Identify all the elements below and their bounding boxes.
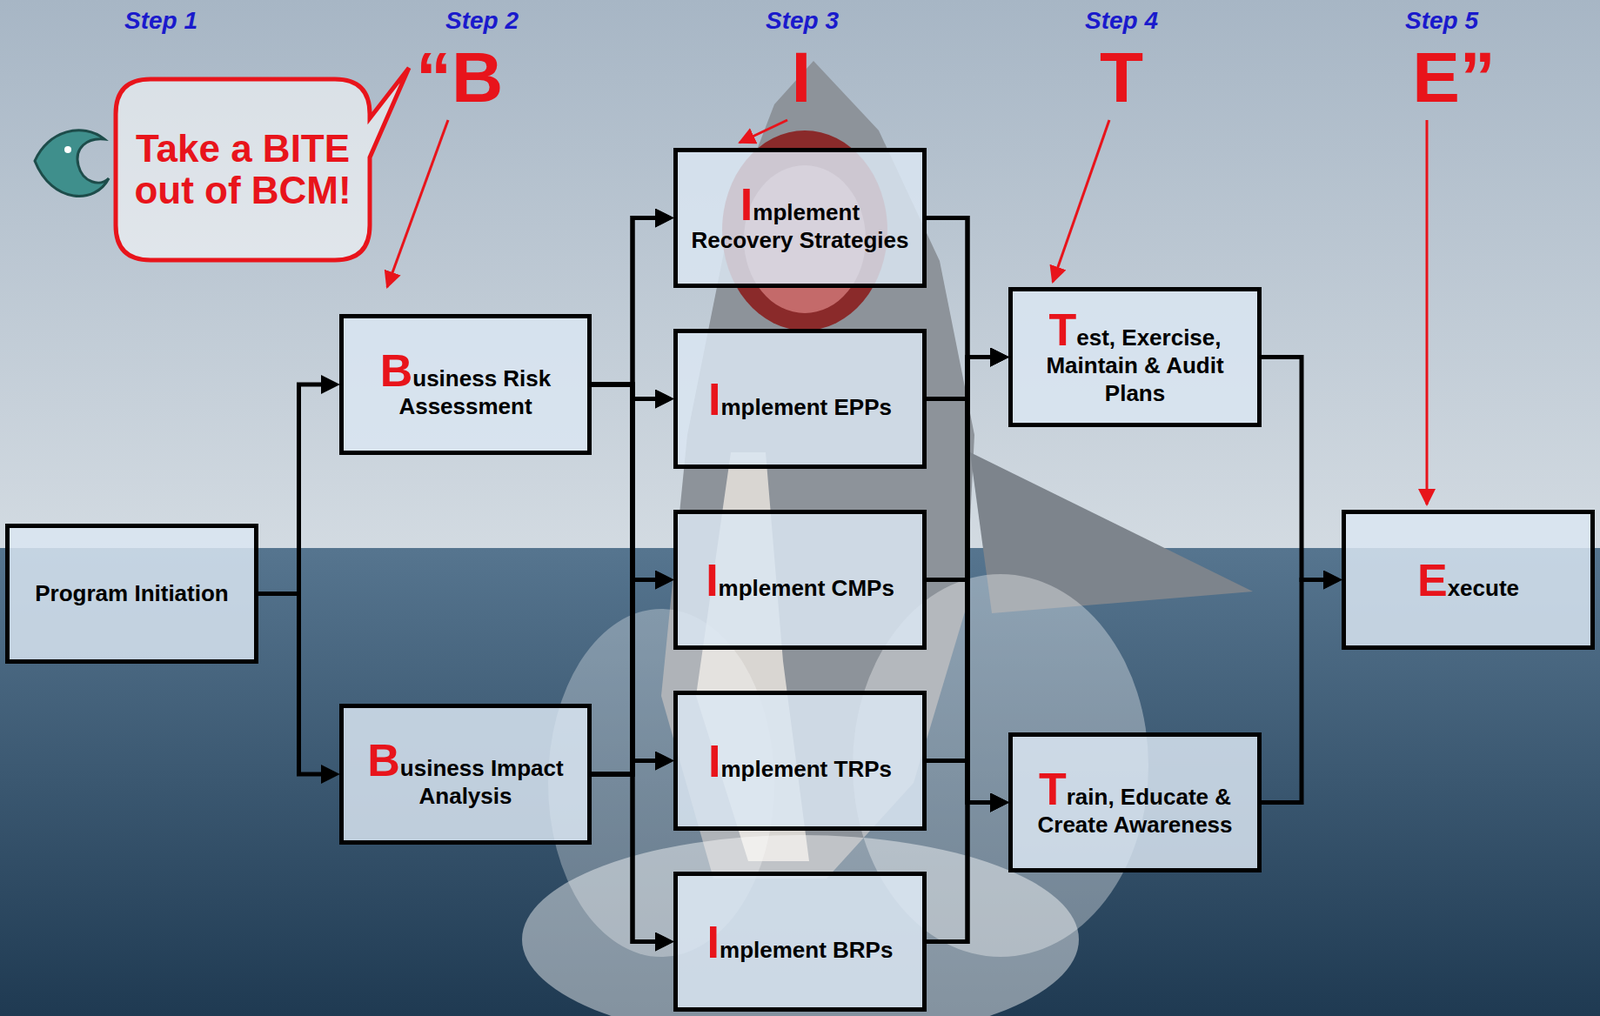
connector-arrow (926, 357, 1002, 943)
box-text: Execute (1356, 557, 1580, 603)
connector-arrow (591, 399, 667, 776)
connector-arrow (258, 594, 333, 776)
process-box: Implement EPPs (673, 328, 927, 469)
bubble-outline (115, 67, 409, 261)
step-label: Step 2 (445, 6, 519, 35)
box-text: Test, Exercise, Maintain & Audit Plans (1023, 307, 1247, 407)
box-text: Business Risk Assessment (354, 348, 577, 421)
connector-arrow (926, 218, 1002, 358)
process-box: Business Impact Analysis (339, 703, 592, 845)
leader-arrow (1425, 120, 1429, 505)
process-box: Implement Recovery Strategies (673, 147, 927, 288)
box-text: Implement Recovery Strategies (688, 181, 912, 255)
shark-icon-eye (64, 146, 72, 154)
process-box: Implement TRPs (673, 690, 927, 831)
process-box: Train, Educate & Create Awareness (1008, 732, 1262, 873)
connector-arrow (926, 761, 1002, 804)
box-text: Program Initiation (20, 580, 244, 608)
box-text: Implement BRPs (688, 919, 912, 965)
connector-arrow (591, 580, 667, 776)
connector-arrow (591, 218, 667, 776)
process-box: Execute (1341, 509, 1595, 650)
process-box: Implement BRPs (673, 871, 927, 1012)
connector-arrow (926, 580, 1002, 804)
step-label: Step 5 (1405, 6, 1479, 35)
connector-arrow (926, 357, 1002, 762)
connector-arrow (926, 218, 1002, 804)
leader-arrow (1052, 120, 1110, 282)
box-text: Business Impact Analysis (354, 737, 577, 811)
speech-bubble: Take a BITE out of BCM! (115, 79, 370, 261)
leader-arrow (387, 120, 449, 288)
connector-arrow (591, 384, 667, 581)
connector-arrow (591, 384, 667, 943)
box-text: Implement TRPs (688, 738, 912, 784)
leader-arrow (739, 120, 788, 143)
connector-arrow (1261, 580, 1335, 804)
connector-arrow (591, 774, 667, 943)
connector-arrow (926, 803, 1002, 943)
connector-arrow (926, 357, 1002, 400)
acronym-letter: E” (1412, 41, 1496, 114)
box-text: Implement EPPs (688, 376, 912, 422)
step-label: Step 1 (124, 6, 198, 35)
box-text: Train, Educate & Create Awareness (1023, 766, 1247, 839)
shark-icon (34, 130, 109, 197)
connector-arrow (926, 357, 1002, 581)
connector-arrow (591, 384, 667, 762)
acronym-letter: T (1099, 41, 1144, 114)
connector-arrow (1261, 357, 1335, 581)
acronym-letter: I (791, 41, 812, 114)
connector-arrow (258, 384, 333, 595)
process-box: Business Risk Assessment (339, 314, 592, 456)
step-label: Step 4 (1084, 6, 1159, 35)
connector-arrow (926, 399, 1002, 804)
acronym-letter: “B (415, 41, 503, 114)
box-text: Implement CMPs (688, 557, 912, 603)
step-label: Step 3 (765, 6, 839, 35)
process-box: Program Initiation (5, 523, 259, 664)
connector-arrow (591, 218, 667, 386)
process-box: Implement CMPs (673, 509, 927, 650)
callout-text: Take a BITE out of BCM! (133, 127, 353, 213)
process-box: Test, Exercise, Maintain & Audit Plans (1008, 287, 1262, 428)
